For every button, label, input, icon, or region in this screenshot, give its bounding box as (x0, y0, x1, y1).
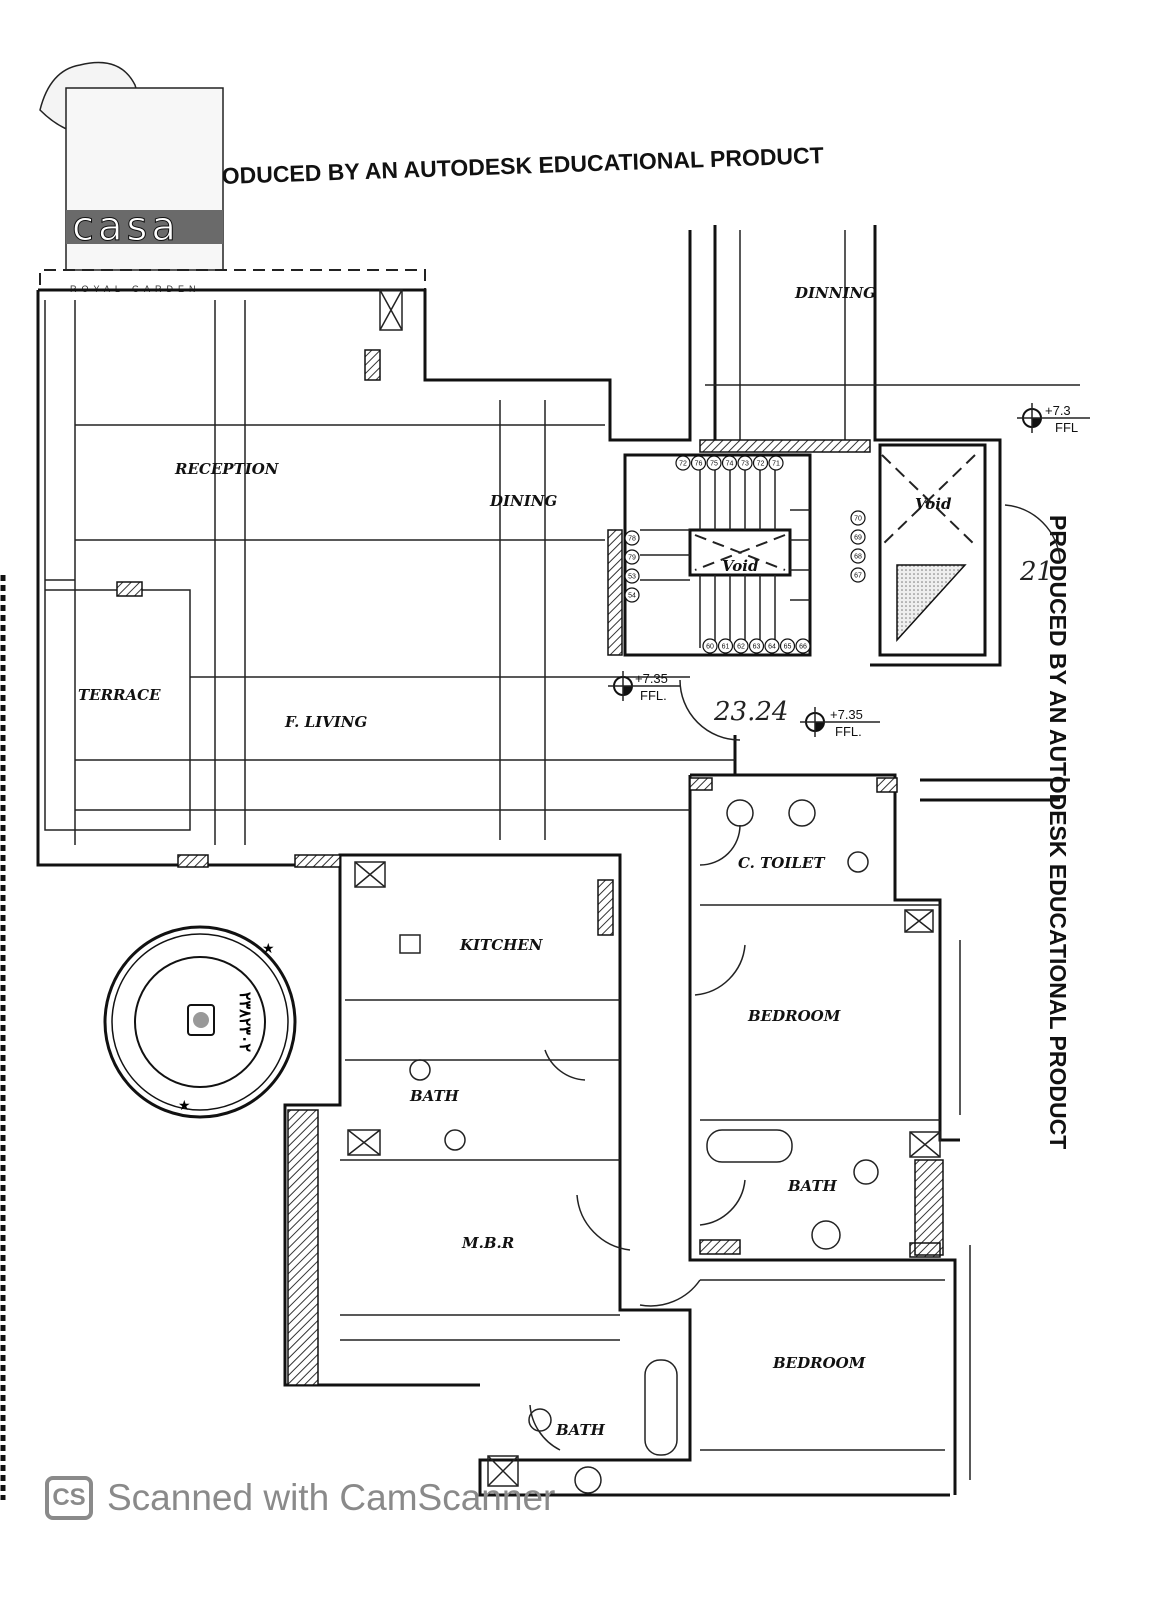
stair-step-number: 62 (737, 644, 745, 651)
camscanner-logo-icon: CS (45, 1476, 93, 1520)
stair-step-marker (675, 455, 691, 471)
stair-step-number: 75 (710, 461, 718, 468)
stamp-star-icon: ★ (178, 1097, 191, 1113)
level-marker-3: +7.3 FFL (1017, 403, 1090, 435)
label-bedroom-1: BEDROOM (747, 1007, 841, 1025)
stair-step-number: 54 (628, 593, 636, 600)
stair-step-marker (624, 549, 640, 565)
label-bedroom-2: BEDROOM (772, 1354, 866, 1372)
stair-step-marker (764, 638, 780, 654)
stair-step-marker (733, 638, 749, 654)
stair-step-marker (737, 455, 753, 471)
level-value: +7.35 (830, 707, 863, 722)
level-value: +7.35 (635, 671, 668, 686)
unit-number: 23.24 (713, 697, 788, 727)
level-label: FFL (1055, 420, 1078, 435)
stair-step-number: 69 (854, 535, 862, 542)
stair-step-marker (624, 530, 640, 546)
stair-step-marker (850, 567, 866, 583)
stair-step-marker (779, 638, 796, 654)
company-stamp: ٢٣٨٢٣٠٢ ★ ★ (103, 925, 297, 1119)
stair-step-marker (624, 587, 640, 603)
label-mbr: M.B.R (461, 1234, 514, 1252)
stair-step-number: 70 (854, 516, 862, 523)
stair-step-marker (752, 455, 769, 471)
stair-step-marker (706, 455, 722, 471)
stair-step-number: 78 (628, 536, 636, 543)
logo-brand: casa (72, 204, 180, 250)
stair-step-marker (702, 638, 718, 654)
stamp-star-icon: ★ (262, 940, 275, 956)
level-value: +7.3 (1045, 403, 1071, 418)
stair-step-marker (850, 548, 866, 564)
camscanner-text: Scanned with CamScanner (107, 1477, 556, 1518)
label-kitchen: KITCHEN (459, 936, 544, 954)
doors (529, 504, 1061, 1451)
stair-step-number: 72 (679, 461, 687, 468)
right-notice: PRODUCED BY AN AUTODESK EDUCATIONAL PROD… (1045, 515, 1071, 1149)
stair-step-marker (795, 638, 811, 654)
stair-step-number: 61 (722, 644, 730, 651)
level-label: FFL. (640, 688, 667, 703)
unit-number-2: 21 (1019, 557, 1053, 587)
shafts (347, 289, 987, 1487)
label-bath-1: BATH (409, 1087, 460, 1105)
label-living: F. LIVING (284, 713, 368, 731)
stair-step-number: 73 (741, 461, 749, 468)
stair-step-number: 71 (772, 461, 780, 468)
stair-step-number: 72 (757, 461, 765, 468)
label-toilet: C. TOILET (738, 854, 826, 872)
stair-step-number: 64 (768, 644, 776, 651)
label-void-2: Void (915, 495, 952, 513)
stair-step-number: 53 (628, 574, 636, 581)
room-labels: RECEPTION DINING DINNING TERRACE F. LIVI… (78, 284, 952, 1439)
label-reception: RECEPTION (174, 460, 280, 478)
stair-step-number: 76 (695, 461, 703, 468)
stair-step-number: 79 (628, 555, 636, 562)
staircase (623, 453, 812, 657)
level-label: FFL. (835, 724, 862, 739)
stair-step-number: 65 (784, 644, 792, 651)
stamp-number: ٢٣٨٢٣٠٢ (236, 992, 253, 1053)
stair-step-number: 68 (854, 554, 862, 561)
stair-step-marker (768, 455, 784, 471)
stair-step-marker (624, 568, 640, 584)
stair-step-number: 63 (753, 644, 761, 651)
camscanner-watermark: CS Scanned with CamScanner (45, 1476, 555, 1520)
stair-step-marker (748, 638, 765, 654)
top-notice: ODUCED BY AN AUTODESK EDUCATIONAL PRODUC… (221, 142, 824, 189)
stair-step-number: 67 (854, 573, 862, 580)
stair-numbers: 72 76 75 74 73 72 71 78 79 53 54 70 69 68 67 60 61 62 63 64… (624, 455, 866, 654)
stair-step-marker (690, 455, 707, 471)
stair-step-number: 60 (706, 644, 714, 651)
fixtures (399, 799, 879, 1494)
label-dining: DINING (489, 492, 557, 510)
label-terrace: TERRACE (78, 686, 161, 704)
stair-step-marker (850, 529, 866, 545)
stair-step-marker (717, 638, 734, 654)
stair-step-number: 66 (799, 644, 807, 651)
walls (36, 225, 1080, 1497)
label-void-1: Void (722, 557, 759, 575)
level-marker-1: +7.35 FFL. (608, 671, 680, 703)
label-bath-3: BATH (555, 1421, 606, 1439)
label-dinning: DINNING (794, 284, 876, 302)
stair-step-marker (850, 510, 866, 526)
label-bath-2: BATH (787, 1177, 838, 1195)
level-marker-2: +7.35 FFL. (800, 707, 880, 739)
casa-logo: casa ROYAL GARDEN (39, 61, 224, 294)
stair-step-marker (721, 455, 738, 471)
stair-step-number: 74 (726, 461, 734, 468)
